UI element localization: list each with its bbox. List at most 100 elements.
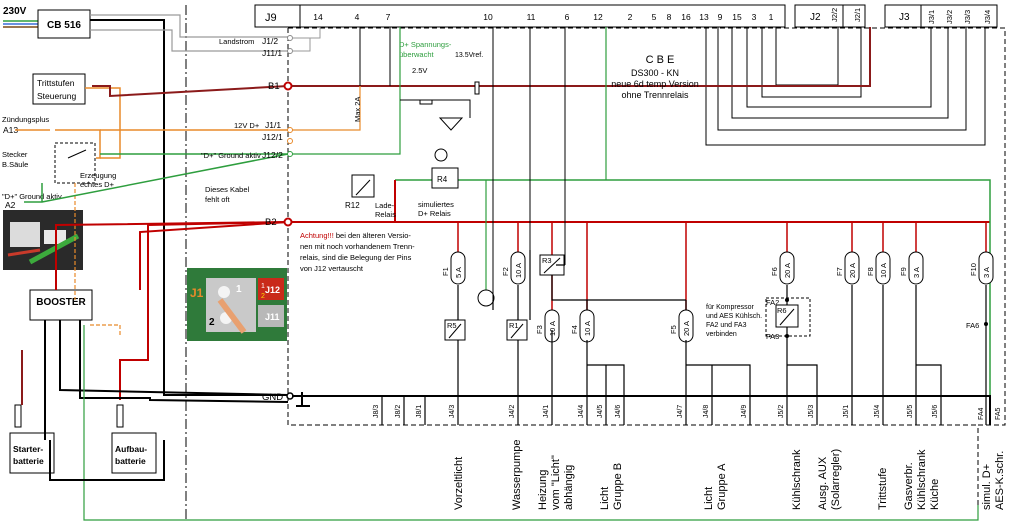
branch-wires: [381, 250, 987, 425]
booster-box: [29, 289, 93, 321]
j1-2-label: J1/2: [262, 36, 278, 46]
j9-pin: 9: [718, 12, 723, 22]
fuse-body: [844, 251, 860, 285]
bottom-pin: J4/3: [449, 405, 456, 418]
fuse-rating: 5 A: [454, 267, 463, 278]
j2-header: [794, 4, 866, 28]
j2-pin-1: J2/1: [853, 8, 862, 22]
bottom-pin: J5/1: [843, 405, 850, 418]
j9-label: J9: [265, 12, 277, 24]
bottom-pin: J5/6: [932, 405, 939, 418]
fuse-name: F3: [535, 325, 544, 334]
fuse-name: F5: [669, 325, 678, 334]
starter-line2: batterie: [13, 456, 44, 466]
output-label: Kühlschrank: [916, 449, 928, 510]
output-label: Licht: [703, 487, 715, 510]
bottom-pin: J4/5: [597, 405, 604, 418]
bottom-pin: J4/6: [615, 405, 622, 418]
lade-line2: Relais: [375, 210, 396, 219]
j9-pin: 11: [527, 12, 536, 22]
simuliert-line2: D+ Relais: [418, 209, 451, 218]
ground-a2-pin: A2: [5, 200, 16, 210]
lade-line1: Lade-: [375, 201, 395, 210]
fuse-rating: 20 A: [848, 263, 857, 278]
r3-label: R3: [542, 256, 552, 265]
fuse-rating: 10 A: [583, 321, 592, 336]
fuse-rating: 20 A: [783, 263, 792, 278]
bottom-pin: J5/5: [907, 405, 914, 418]
j9-pin: 10: [483, 12, 493, 22]
relay-r4: [431, 167, 459, 189]
kompressor-line1: für Kompressor: [706, 304, 755, 311]
r6-label: R6: [777, 306, 787, 315]
fuse-name: F1: [441, 267, 450, 276]
output-label: Gruppe A: [716, 463, 728, 510]
aufbau-line1: Aufbau-: [115, 444, 147, 454]
fuse-name: F2: [501, 267, 510, 276]
b1-label: B1: [268, 81, 280, 92]
j9-pin: 1: [769, 12, 774, 22]
achtung-line2: nen mit noch vorhandenem Trenn-: [300, 242, 415, 251]
cbe-line1: neue 6d temp Version: [611, 79, 699, 89]
fuse-body: [450, 251, 466, 285]
r1-label: R1: [509, 321, 519, 330]
j9-pin: 13: [699, 12, 709, 22]
output-label: Trittstufe: [877, 468, 889, 510]
starter-battery: [9, 432, 55, 474]
j9-pin: 3: [752, 12, 757, 22]
bottom-pin: J8/1: [416, 405, 423, 418]
fuse-name: F6: [770, 267, 779, 276]
bottom-pin: J4/2: [509, 405, 516, 418]
cbe-model: DS300 - KN: [631, 68, 679, 78]
j9-pin: 5: [652, 12, 657, 22]
kompressor-line4: verbinden: [706, 331, 737, 338]
output-label: Kühlschrank: [791, 449, 803, 510]
fa6-label: FA6: [966, 321, 979, 330]
photo-j12: J12: [265, 285, 280, 295]
ground-aktiv-label: "D+" Ground aktiv: [201, 151, 261, 160]
v25-label: 2.5V: [412, 66, 427, 75]
photo-j11: J11: [265, 312, 280, 322]
output-label: Küche: [929, 479, 941, 510]
output-label: Gasverbr.: [903, 462, 915, 510]
fuse-name: F9: [899, 267, 908, 276]
j2-pin-2: J2/2: [830, 8, 839, 22]
j11-1-label: J11/1: [262, 48, 282, 58]
output-label: Heizung: [537, 470, 549, 510]
relay-r12: [351, 174, 375, 198]
kabel-note-2: fehlt oft: [205, 195, 231, 204]
j9-pin: 14: [313, 12, 323, 22]
fuse-rating: 10 A: [548, 321, 557, 336]
bottom-pin: J4/1: [543, 405, 550, 418]
erzeugung-line2: echtes D+: [80, 180, 115, 189]
kompressor-line2: und AES Kühlsch.: [706, 313, 762, 320]
cbe-outline: [287, 27, 1006, 505]
achtung-line4: von J12 vertauscht: [300, 264, 364, 273]
ground-a2-label: "D+" Ground aktiv: [2, 192, 62, 201]
bottom-pin: J5/3: [808, 405, 815, 418]
photo-n2: 2: [261, 293, 265, 300]
j9-header: [254, 4, 786, 28]
j9-pin: 2: [628, 12, 633, 22]
j9-pin: 15: [732, 12, 742, 22]
bottom-pin: J4/4: [578, 405, 585, 418]
output-label: vom "Licht": [550, 455, 562, 510]
stecker-line1: Stecker: [2, 150, 28, 159]
fa3-label: FA3: [766, 332, 779, 341]
pin-photo: J1 1 2 J12 J11 1 2: [187, 268, 287, 341]
trittstufen-line2: Steuerung: [37, 91, 76, 101]
v12-label: 12V D+: [234, 121, 260, 130]
output-label: (Solarregler): [830, 449, 842, 510]
j3-header: [884, 4, 998, 28]
fuse-rating: 10 A: [514, 263, 523, 278]
kompressor-line3: FA2 und FA3: [706, 322, 747, 329]
fuse-body: [908, 251, 924, 285]
r12-label: R12: [345, 201, 360, 210]
j3-pin-3: J3/3: [963, 10, 972, 24]
trittstufen-box: [32, 73, 86, 105]
booster-label: BOOSTER: [36, 297, 86, 308]
j3-pin-2: J3/2: [945, 10, 954, 24]
